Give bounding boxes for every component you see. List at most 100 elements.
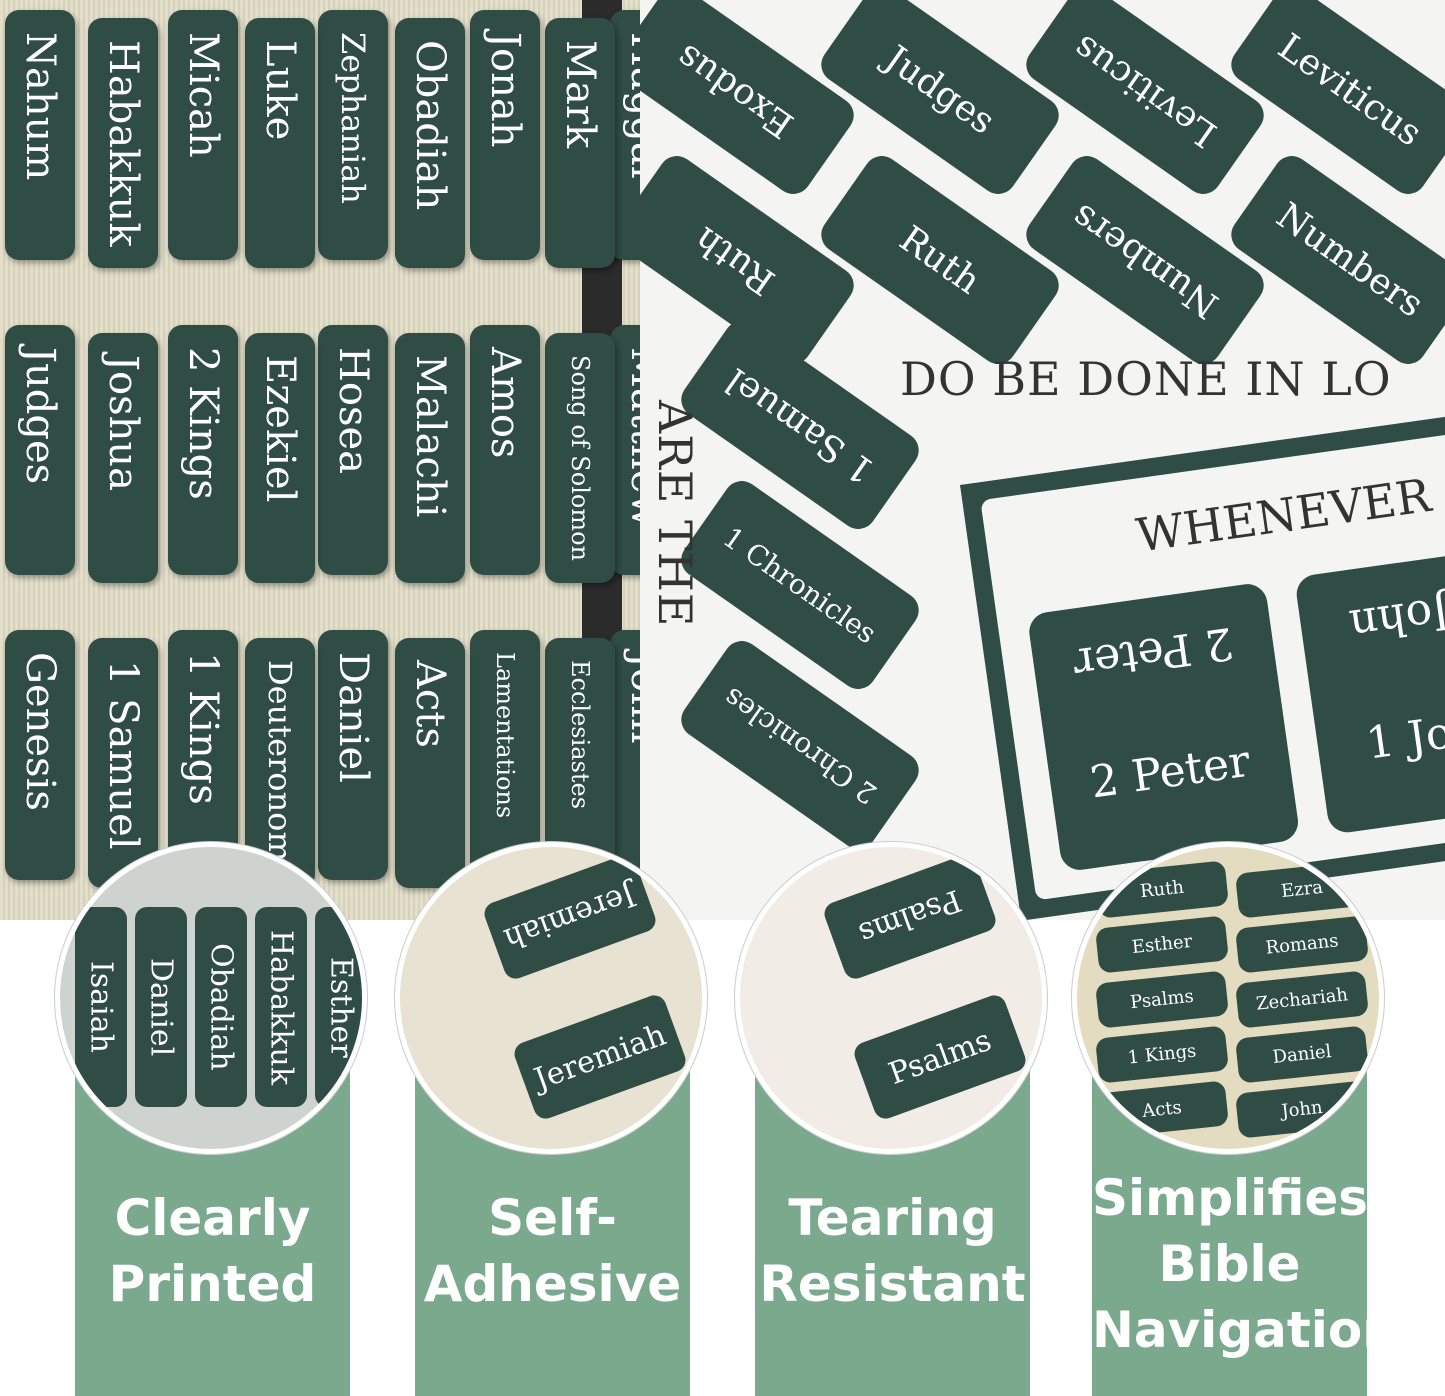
sticker-tab-label: Judges — [877, 37, 1003, 143]
sticker-tab: 2 Chronicles — [674, 633, 926, 857]
photo-tab: Psalms — [821, 852, 999, 982]
card-title: WHENEVER — [1133, 467, 1434, 563]
sticker-tab-label: Ruth — [892, 217, 988, 303]
bible-tab: Jonah — [470, 10, 540, 260]
sticker-tab-label: Leviticus — [1270, 25, 1430, 155]
bible-tab: Micah — [168, 10, 238, 260]
tab-label: Obadiah — [407, 40, 453, 211]
tab-label: 2 Kings — [180, 347, 226, 500]
bible-tab: 2 Kings — [168, 325, 238, 575]
photo-tab: 1 Kings — [1095, 1025, 1229, 1084]
tab-label: Song of Solomon — [566, 355, 594, 561]
photo-tab: Jeremiah — [511, 992, 689, 1122]
bible-tab: Acts — [395, 638, 465, 888]
tab-label: Nahum — [17, 32, 63, 181]
bible-tab: Luke — [245, 18, 315, 268]
tab-label: Jonah — [482, 32, 528, 148]
photo-tab: Daniel — [135, 907, 187, 1107]
sticker-tab-label: 1 John — [1346, 580, 1445, 651]
sticker-tab-label: 1 Samuel — [718, 359, 882, 491]
sheet-banner-text: DO BE DONE IN LO — [900, 352, 1392, 406]
sticker-tab-label: 1 John — [1363, 699, 1445, 770]
sticker-tab-label: Exodus — [668, 35, 802, 145]
photo-tab: Habakkuk — [255, 907, 307, 1107]
sticker-tab: Judges — [814, 0, 1066, 202]
tab-label: Mark — [557, 40, 603, 149]
bible-tab: 1 Samuel — [88, 638, 158, 888]
tab-label: 1 Samuel — [100, 660, 146, 850]
feature-label: Clearly — [114, 1189, 311, 1247]
bible-tab: Hosea — [318, 325, 388, 575]
bible-tab: Deuteronomy — [245, 638, 315, 888]
photo-tab: Esther — [315, 907, 362, 1107]
bible-tab: Judges — [5, 325, 75, 575]
bible-tab: Ezekiel — [245, 333, 315, 583]
photo-tab: Romans — [1235, 915, 1369, 974]
photo-tab: Zechariah — [1235, 970, 1369, 1029]
bible-tab: Lamentations — [470, 630, 540, 880]
sticker-tab: Ruth — [814, 148, 1066, 372]
sticker-tab: 2 Peter 2 Peter — [1026, 581, 1301, 873]
sheet-banner-text: ARE THE — [648, 400, 702, 628]
tab-label: Daniel — [330, 652, 376, 783]
photo-tab: Obadiah — [195, 907, 247, 1107]
sticker-tab-label: Ruth — [687, 217, 783, 303]
feature-label: Adhesive — [423, 1255, 682, 1313]
photo-tab: Psalms — [851, 992, 1029, 1122]
sticker-tab-label: 2 Chronicles — [717, 680, 883, 810]
feature-label: Simplifies — [1092, 1169, 1369, 1227]
sticker-tab-label: 2 Peter — [1070, 616, 1237, 690]
photo-tab: Psalms — [1095, 970, 1229, 1029]
tab-label: Ezekiel — [257, 355, 303, 503]
tab-label: Luke — [257, 40, 303, 141]
bible-tab: Song of Solomon — [545, 333, 615, 583]
feature-label: Self- — [488, 1189, 617, 1247]
photo-tab: Daniel — [1235, 1025, 1369, 1084]
sticker-tab: Leviticus — [1019, 0, 1271, 202]
bible-tab: Nahum — [5, 10, 75, 260]
tab-label: Micah — [180, 32, 226, 158]
feature-label: Printed — [108, 1255, 317, 1313]
bible-tab: Malachi — [395, 333, 465, 583]
bible-tab: Daniel — [318, 630, 388, 880]
feature-label: Resistant — [759, 1255, 1026, 1313]
bible-tab: 1 Kings — [168, 630, 238, 880]
photo-tab: Esther — [1095, 915, 1229, 974]
sticker-tab: Numbers — [1019, 148, 1271, 372]
photo-tab: Isaiah — [75, 907, 127, 1107]
tab-label: Ecclesiastes — [566, 660, 594, 810]
bible-tab: Genesis — [5, 630, 75, 880]
bible-tab: Amos — [470, 325, 540, 575]
tab-label: Joshua — [100, 355, 146, 492]
tab-label: Malachi — [407, 355, 453, 518]
tab-label: Genesis — [17, 652, 63, 811]
photo-tab: Ezra — [1235, 860, 1369, 919]
sticker-tab: 1 Chronicles — [674, 473, 926, 697]
bible-tab: Zephaniah — [318, 10, 388, 260]
sticker-tab-label: Numbers — [1269, 194, 1431, 326]
sticker-tab-label: Numbers — [1064, 194, 1226, 326]
tab-label: 1 Kings — [180, 652, 226, 805]
tab-label: Lamentations — [491, 652, 519, 819]
tab-label: Habakkuk — [100, 40, 146, 247]
tab-label: Deuteronomy — [261, 660, 299, 880]
sticker-tab-label: 2 Peter — [1087, 735, 1253, 809]
bible-tab: Mark — [545, 18, 615, 268]
sticker-tab-label: Leviticus — [1065, 25, 1225, 155]
photo-tab: Acts — [1095, 1080, 1229, 1139]
tab-label: Amos — [482, 347, 528, 459]
sticker-tab: Leviticus — [1224, 0, 1445, 202]
feature-label: Bible — [1158, 1235, 1301, 1293]
sticker-tab-label: 1 Chronicles — [717, 520, 883, 650]
tab-label: Hosea — [330, 347, 376, 475]
tab-label: Zephaniah — [334, 32, 372, 204]
product-photo: JohnEcclesiastesLamentationsActsDanielDe… — [0, 0, 1445, 920]
photo-tab: Jeremiah — [481, 852, 659, 982]
tab-label: Acts — [407, 660, 453, 748]
sticker-tab: 1 John 1 John — [1294, 543, 1445, 835]
bible-tab: Obadiah — [395, 18, 465, 268]
